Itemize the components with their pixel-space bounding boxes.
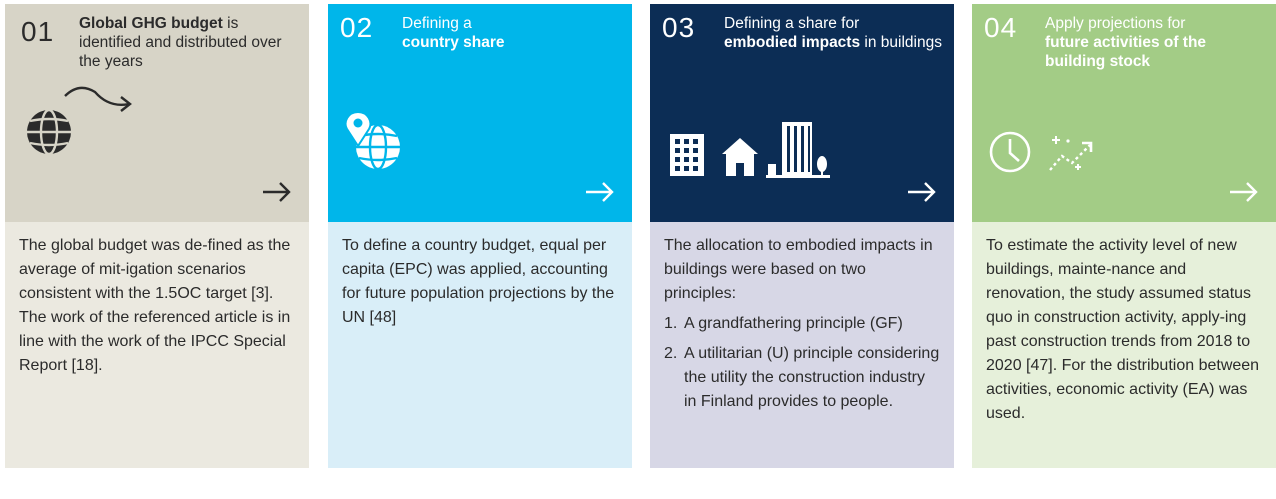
step-card-body: The allocation to embodied impacts in bu… xyxy=(650,222,954,468)
step-card-body: To estimate the activity level of new bu… xyxy=(972,222,1276,468)
list-item-text: A grandfathering principle (GF) xyxy=(684,315,903,332)
list-item-text: A utilitarian (U) principle considering … xyxy=(684,345,940,410)
step-description: To define a country budget, equal per ca… xyxy=(342,237,615,326)
step-title-rest: is identified and distributed over the y… xyxy=(79,15,282,70)
principle-list: 1. A grandfathering principle (GF) 2. A ut… xyxy=(664,312,940,414)
list-item-number: 2. xyxy=(664,345,678,362)
step-card-body: To define a country budget, equal per ca… xyxy=(328,222,632,468)
step-title: Defining a country share xyxy=(402,14,622,52)
arrow-right-icon xyxy=(908,182,936,202)
step-title-bold: future activities of the building stock xyxy=(1045,34,1207,70)
step-title: Apply projections for future activities … xyxy=(1045,14,1265,71)
step-title-bold: country share xyxy=(402,34,505,51)
step-description: The global budget was de-fined as the av… xyxy=(19,237,291,374)
clock-and-trend-icon xyxy=(989,131,1093,173)
step-card-2: 02 Defining a country share To define a … xyxy=(328,4,632,468)
arrow-right-icon xyxy=(586,182,614,202)
step-title-rest: in buildings xyxy=(860,34,942,51)
list-item-number: 1. xyxy=(664,315,678,332)
location-globe-icon xyxy=(344,110,400,171)
globe-with-arrow-icon xyxy=(27,86,132,156)
step-title: Defining a share for embodied impacts in… xyxy=(724,14,944,52)
step-title: Global GHG budget is identified and dist… xyxy=(79,14,299,71)
step-title-bold: embodied impacts xyxy=(724,34,861,51)
step-card-1: 01 Global GHG budget is identified and d… xyxy=(5,4,309,468)
step-card-body: The global budget was de-fined as the av… xyxy=(5,222,309,468)
step-card-4: 04 Apply projections for future activiti… xyxy=(972,4,1276,468)
step-number: 02 xyxy=(340,12,374,43)
list-item: 1. A grandfathering principle (GF) xyxy=(664,312,940,336)
step-title-pre: Defining a xyxy=(402,15,472,32)
step-number: 04 xyxy=(984,12,1018,43)
buildings-icon xyxy=(670,122,830,178)
step-number: 03 xyxy=(662,12,696,43)
arrow-right-icon xyxy=(263,182,291,202)
step-card-header: 04 Apply projections for future activiti… xyxy=(972,4,1276,222)
list-item: 2. A utilitarian (U) principle considerin… xyxy=(664,342,940,414)
step-card-header: 03 Defining a share for embodied impacts… xyxy=(650,4,954,222)
step-card-header: 02 Defining a country share xyxy=(328,4,632,222)
step-title-pre: Defining a share for xyxy=(724,15,860,32)
arrow-right-icon xyxy=(1230,182,1258,202)
step-card-header: 01 Global GHG budget is identified and d… xyxy=(5,4,309,222)
step-title-bold: Global GHG budget xyxy=(79,15,223,32)
step-number: 01 xyxy=(21,16,55,47)
step-title-pre: Apply projections for xyxy=(1045,15,1186,32)
step-description: The allocation to embodied impacts in bu… xyxy=(664,237,933,302)
step-description: To estimate the activity level of new bu… xyxy=(986,237,1260,422)
step-card-3: 03 Defining a share for embodied impacts… xyxy=(650,4,954,468)
